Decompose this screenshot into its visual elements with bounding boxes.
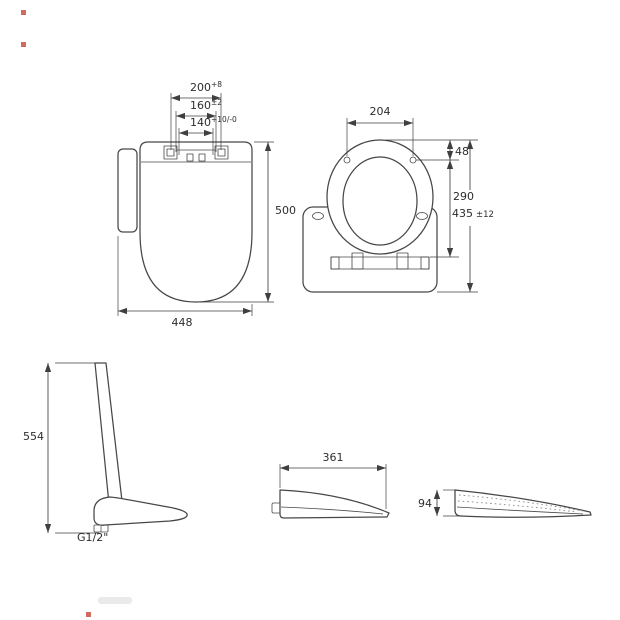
dim-140-tolerance: +10/-0 (211, 115, 237, 124)
side-view-open: 554 G1/2" (23, 362, 188, 544)
gray-watermark-smudge (98, 597, 132, 604)
thread-size-label: G1/2" (77, 531, 108, 544)
dim-200-tolerance: +8 (211, 80, 222, 89)
plate-hole-right (416, 212, 428, 220)
dim-204-label: 204 (370, 105, 391, 118)
hinge-bar-bracket-left (351, 252, 364, 270)
red-mark (86, 612, 91, 617)
dim-94-label: 94 (418, 497, 432, 510)
dim-140-label: 140+10/-0 (190, 115, 237, 129)
open-lid-outline (94, 362, 123, 505)
red-mark (21, 10, 26, 15)
control-panel-outline (117, 148, 138, 233)
dim-435-tolerance: ±12 (476, 210, 494, 220)
plate-hole-left (312, 212, 324, 220)
lid-seam-line (456, 506, 584, 515)
seat-base-profile (93, 496, 188, 526)
dim-140-value: 140 (190, 116, 211, 129)
surface-stipple-line (458, 494, 584, 512)
hinge-bar (330, 256, 430, 270)
dim-448-label: 448 (172, 316, 193, 329)
seat-lid-outline (139, 141, 253, 303)
dim-435-value: 435 (452, 207, 473, 220)
watermark-artifacts (21, 10, 132, 617)
hinge-bar-cap-right (420, 256, 430, 270)
hinge-center-tab-left (186, 153, 194, 162)
dim-554-label: 554 (23, 430, 44, 443)
seat-ring-inner (342, 156, 418, 246)
dim-435-label: 435±12 (452, 207, 494, 220)
dim-200-label: 200+8 (190, 80, 222, 94)
hinge-bracket-left (163, 145, 178, 160)
dim-160-value: 160 (190, 99, 211, 112)
dim-160-tolerance: ±2 (211, 98, 222, 107)
seat-top-view: 200+8 160±2 140+10/-0 500 448 (117, 80, 296, 329)
hinge-bar-bracket-right (396, 252, 409, 270)
hinge-center-tab-right (198, 153, 206, 162)
dim-160-label: 160±2 (190, 98, 222, 112)
closed-seat-profile (279, 489, 390, 519)
dim-290-label: 290 (453, 190, 474, 203)
hinge-hole-left (343, 156, 351, 164)
lid-seam-line (280, 506, 384, 515)
red-mark (21, 42, 26, 47)
hinge-bar-cap-left (330, 256, 340, 270)
hinge-bracket-right-inner (217, 148, 226, 157)
side-view-closed: 361 (271, 451, 390, 519)
dim-500-label: 500 (275, 204, 296, 217)
seat-ring-outer (326, 139, 434, 255)
hinge-bracket-left-inner (166, 148, 175, 157)
side-view-profile: 94 (418, 489, 592, 518)
dim-200-value: 200 (190, 81, 211, 94)
surface-stipple-line (457, 500, 578, 513)
dim-48-label: 48 (455, 145, 469, 158)
hinge-bracket-right (214, 145, 229, 160)
profile-outline (454, 489, 592, 518)
seat-underside-view: 204 48 290 435±12 (302, 105, 494, 293)
dim-361-label: 361 (323, 451, 344, 464)
